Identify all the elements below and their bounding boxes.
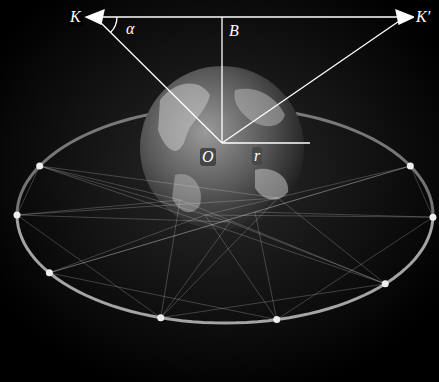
signal-beam xyxy=(40,166,230,222)
signal-beam xyxy=(410,166,433,217)
satellite xyxy=(157,314,164,321)
signal-beam xyxy=(17,198,278,215)
geometry-label: B xyxy=(227,22,241,40)
satellite xyxy=(382,280,389,287)
satellite xyxy=(46,269,53,276)
satellite xyxy=(36,162,43,169)
signal-beam xyxy=(230,222,385,284)
signal-beam xyxy=(40,166,278,198)
signal-beam xyxy=(49,166,410,273)
signal-beam xyxy=(40,166,180,200)
signal-beam xyxy=(255,212,277,320)
signal-beam xyxy=(278,198,385,284)
geometry-label: K′ xyxy=(414,8,432,26)
satellite xyxy=(14,212,21,219)
signal-beam xyxy=(17,215,230,222)
orbit-front xyxy=(14,162,437,323)
geometry-label: K xyxy=(68,8,83,26)
signal-beam xyxy=(17,215,161,318)
signal-beam xyxy=(205,166,410,215)
geometry-label: r xyxy=(252,147,262,165)
signal-beam xyxy=(161,200,180,318)
satellite xyxy=(273,316,280,323)
signal-beam xyxy=(17,200,180,215)
signal-beam xyxy=(49,273,276,320)
geometry-label: α xyxy=(124,20,136,38)
satellite xyxy=(429,214,436,221)
signal-beam xyxy=(49,215,205,273)
signal-beam xyxy=(255,212,433,217)
signal-beam xyxy=(17,166,40,215)
satellite xyxy=(407,162,414,169)
signal-beam xyxy=(277,217,433,319)
geometry xyxy=(86,10,414,143)
geometry-label: O xyxy=(200,148,216,166)
